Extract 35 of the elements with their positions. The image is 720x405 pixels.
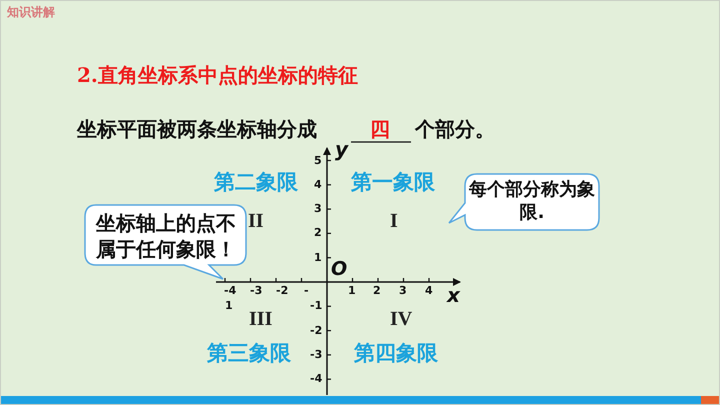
quadrant-numeral: I: [390, 211, 398, 231]
tick-label: -2: [276, 285, 288, 296]
sentence: 个部分。: [415, 119, 495, 139]
tick-label: -4: [224, 285, 236, 296]
tick-label: -2: [310, 324, 322, 336]
sentence: 坐标平面被两条坐标轴分成: [77, 119, 317, 139]
speech-bubble: 每个部分称为象限.: [447, 173, 600, 231]
origin-label: O: [331, 260, 348, 279]
tick-label: 4: [314, 178, 322, 190]
tick-label: -3: [310, 348, 322, 360]
tick-label: 3: [399, 285, 407, 296]
answer: 四: [370, 119, 390, 139]
tick-label: 4: [425, 285, 433, 296]
tick-label: 3: [314, 203, 322, 214]
tick-label: 1: [225, 300, 233, 311]
tick-label: -4: [310, 373, 322, 384]
tick-label: 1: [314, 252, 322, 263]
quadrant-numeral: III: [249, 309, 272, 329]
tick-label: -: [304, 285, 309, 296]
tick-label: 5: [314, 154, 322, 166]
tick-label: 2: [373, 285, 381, 296]
section-title: 2.直角坐标系中点的坐标的特征: [77, 65, 358, 85]
quadrant-numeral: IV: [390, 309, 412, 329]
quadrant-name: 第三象限: [207, 343, 291, 364]
tick-label: 1: [348, 285, 356, 296]
quadrant-name: 第二象限: [214, 172, 298, 193]
axis-label: y: [335, 139, 348, 159]
tick-label: 2: [314, 227, 322, 238]
section-tag: 知识讲解: [7, 6, 55, 18]
tick-label: -1: [310, 300, 322, 312]
speech-bubble: 坐标轴上的点不属于任何象限！: [84, 204, 247, 280]
quadrant-name: 第四象限: [354, 343, 438, 364]
axis-label: x: [447, 285, 460, 305]
quadrant-numeral: II: [248, 211, 264, 231]
tick-label: -3: [250, 285, 262, 296]
